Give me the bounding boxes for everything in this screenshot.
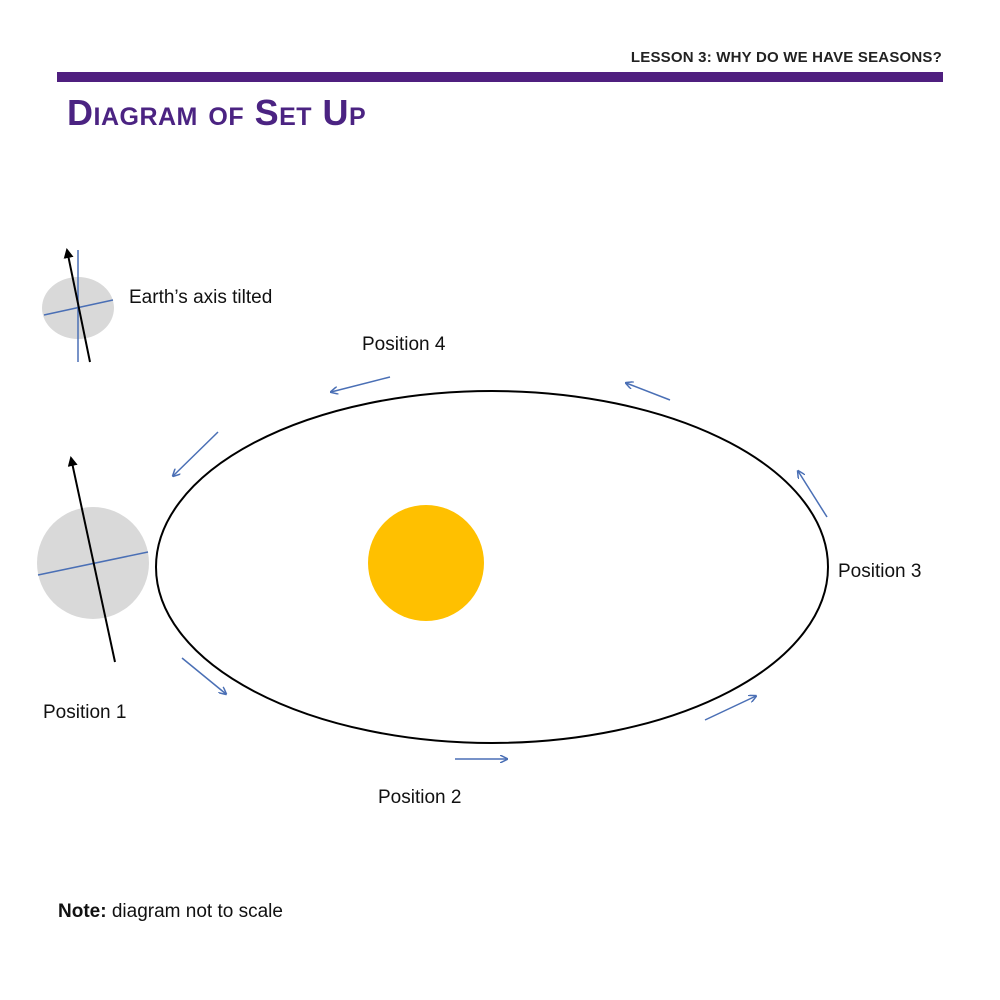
orbit-arrow	[181, 657, 226, 694]
orbit-ellipse	[155, 390, 829, 744]
orbit-arrow	[704, 696, 756, 721]
orbit-arrow	[798, 471, 828, 518]
sun	[368, 505, 484, 621]
earth-position-1	[37, 456, 149, 663]
position-3-label: Position 3	[838, 561, 921, 582]
orbit-arrow	[626, 383, 671, 401]
legend-label: Earth’s axis tilted	[129, 287, 272, 308]
orbit-arrow	[331, 376, 391, 392]
legend-earth-icon	[42, 248, 114, 363]
orbit-arrow	[173, 431, 219, 476]
lesson-header: LESSON 3: WHY DO WE HAVE SEASONS?	[630, 49, 942, 66]
position-4-label: Position 4	[362, 334, 446, 355]
note-text: diagram not to scale	[106, 901, 283, 922]
header-divider	[57, 72, 943, 82]
page-title: Diagram of Set Up	[67, 92, 367, 133]
note-label: Note:	[58, 901, 107, 922]
position-2-label: Position 2	[378, 787, 461, 808]
scale-note: Note: diagram not to scale	[58, 901, 283, 923]
position-1-label: Position 1	[43, 702, 126, 723]
